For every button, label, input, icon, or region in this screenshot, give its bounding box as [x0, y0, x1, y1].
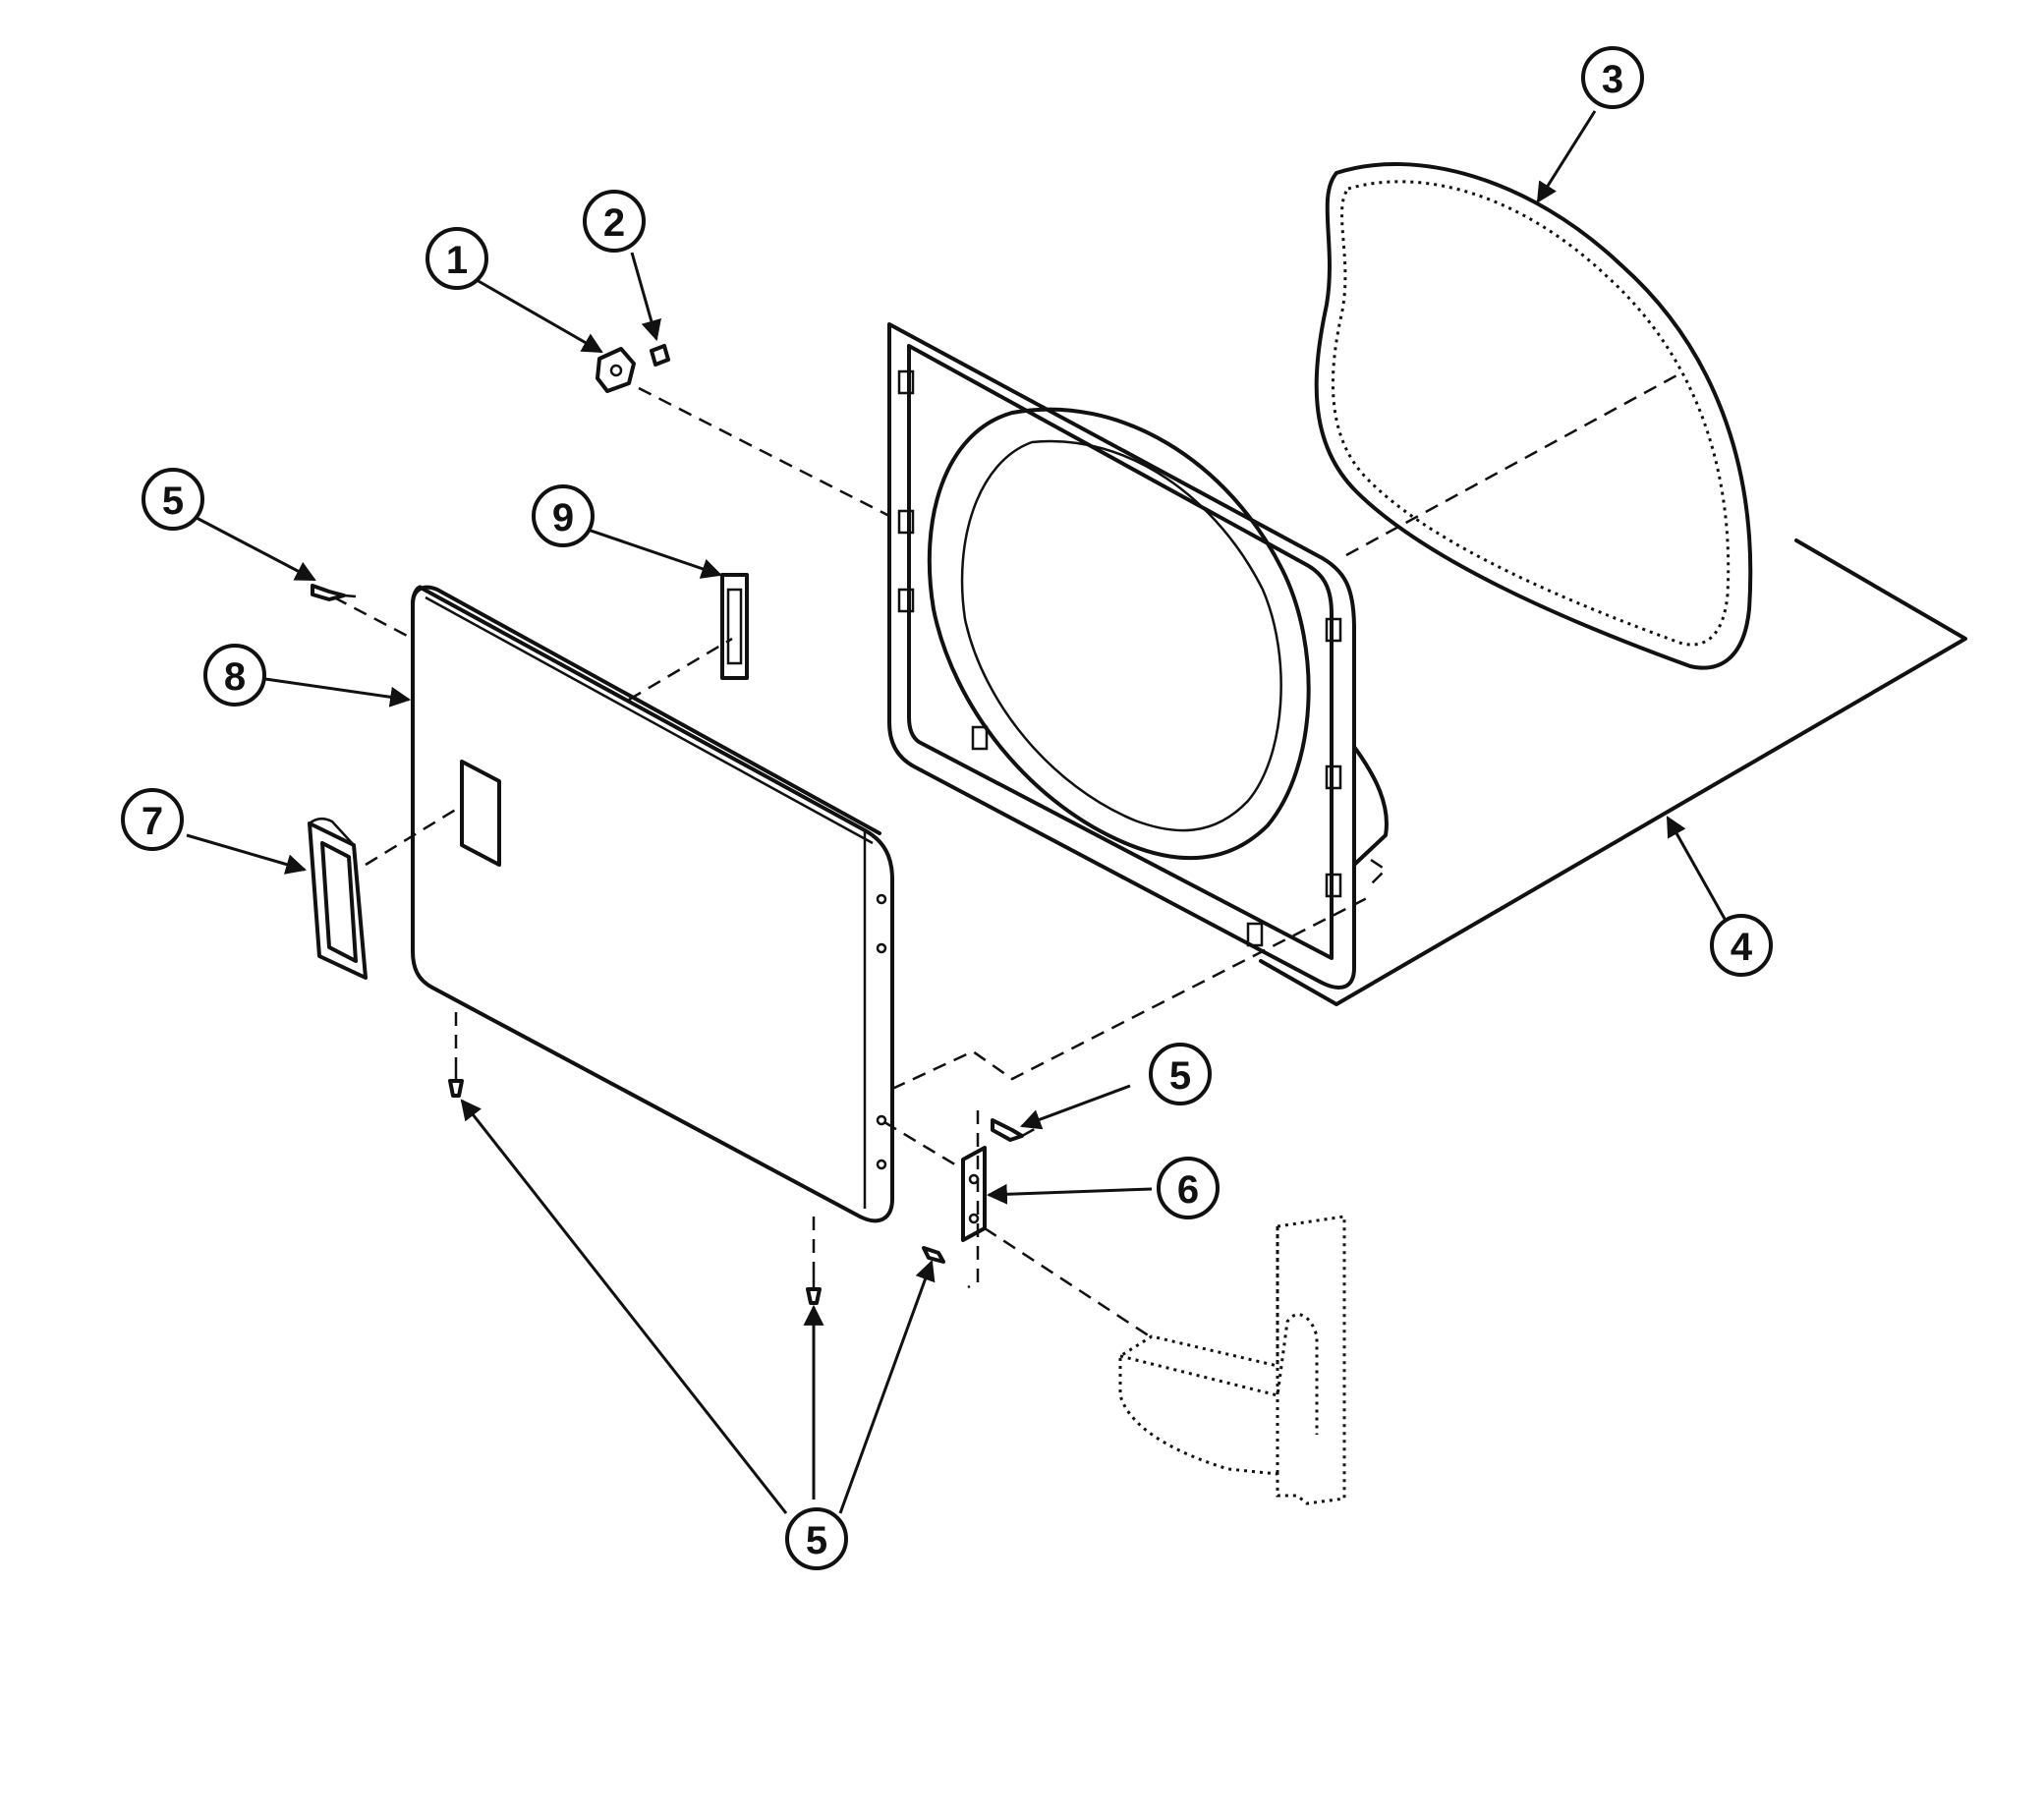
callout-6-label: 6: [1177, 1168, 1199, 1212]
callout-5-bottom: 5: [785, 1507, 848, 1570]
callout-3-label: 3: [1602, 58, 1623, 101]
screw-bottom-center: [806, 1274, 822, 1305]
callout-1-label: 1: [446, 239, 468, 282]
outer-door-panel: [411, 585, 894, 1223]
callout-7: 7: [121, 788, 184, 851]
callout-9: 9: [532, 484, 595, 547]
callout-8-label: 8: [224, 655, 246, 699]
catch-clip: [650, 344, 670, 367]
callout-1: 1: [426, 227, 488, 290]
callout-6: 6: [1157, 1157, 1220, 1219]
callout-5a-label: 5: [162, 480, 184, 523]
callout-2: 2: [583, 190, 646, 253]
screw-hinge-bottom: [922, 1246, 945, 1264]
callout-4: 4: [1710, 914, 1773, 977]
screw-bottom-left: [448, 1066, 464, 1098]
callout-5-hinge: 5: [1149, 1043, 1212, 1105]
inner-door-panel: [887, 322, 1389, 990]
door-hinge: [961, 1110, 987, 1289]
base-plane: [1259, 538, 1967, 1006]
leader-lines: [186, 110, 1727, 1514]
callout-9-label: 9: [552, 496, 574, 539]
assembly-lines: [333, 371, 1681, 1338]
callout-5-top-left: 5: [142, 468, 204, 531]
callout-3: 3: [1581, 46, 1644, 109]
callout-8: 8: [203, 644, 266, 707]
door-catch: [596, 347, 636, 393]
screw-top-left: [311, 584, 357, 601]
screw-hinge-top: [991, 1118, 1024, 1142]
cabinet-corner-reference: [1118, 1215, 1346, 1505]
callout-5b-label: 5: [1169, 1054, 1191, 1098]
callout-2-label: 2: [603, 201, 625, 245]
door-gasket: [1314, 162, 1753, 670]
callout-7-label: 7: [142, 800, 163, 843]
door-strike: [720, 573, 749, 680]
callout-5c-label: 5: [806, 1519, 827, 1562]
callout-4-label: 4: [1731, 926, 1753, 969]
door-handle: [308, 818, 368, 980]
